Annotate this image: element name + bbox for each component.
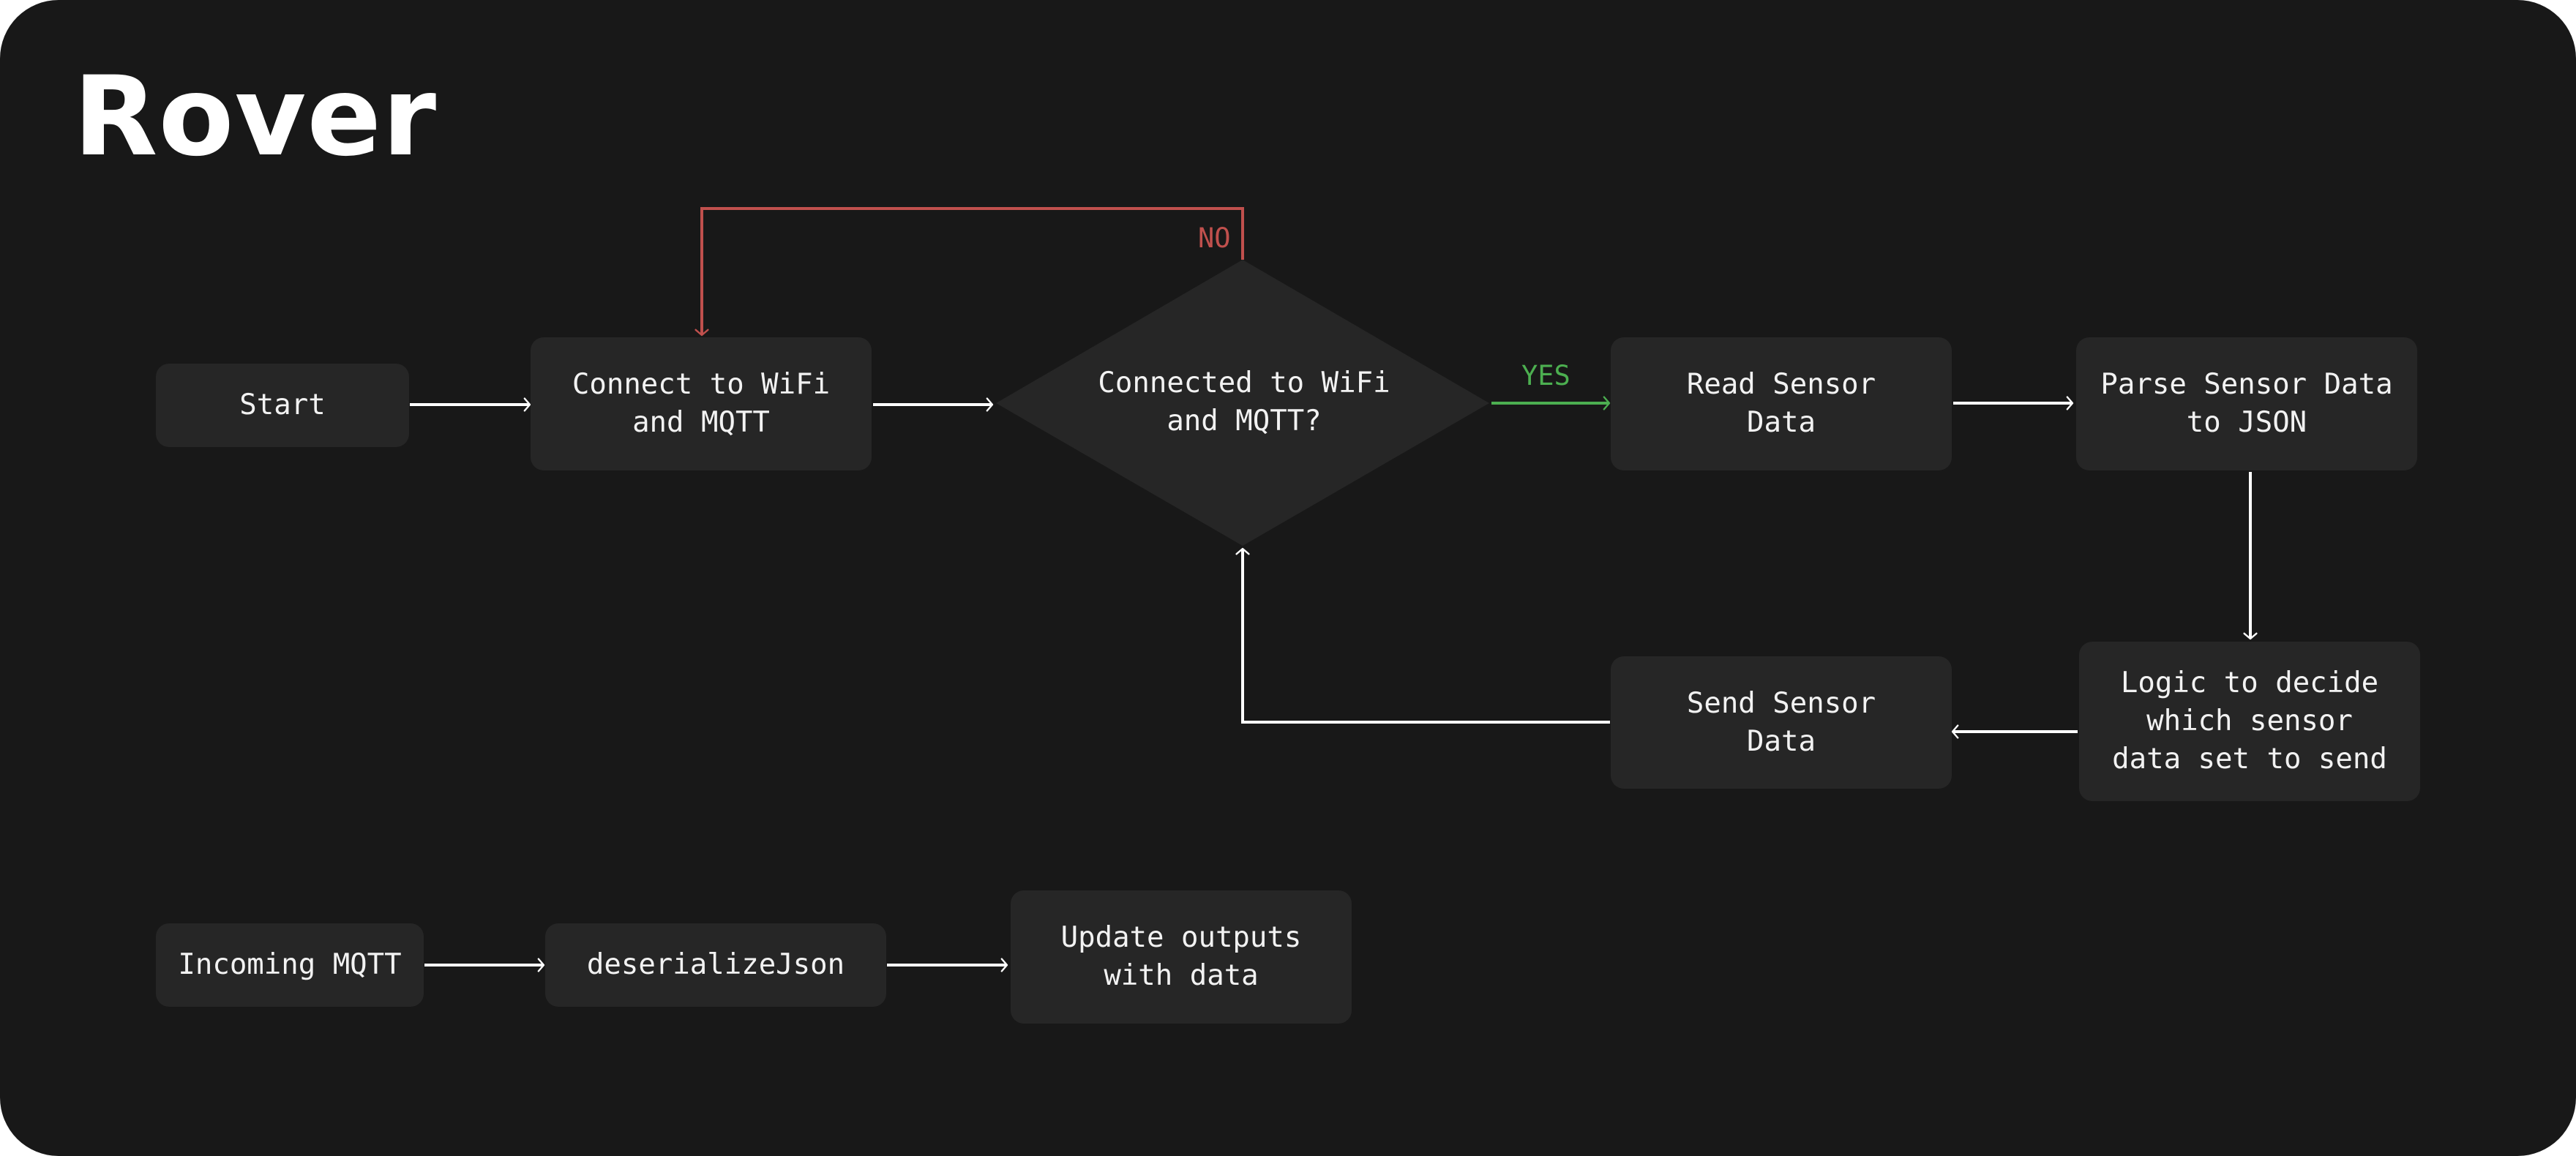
edge-label-yes: YES [1521, 360, 1570, 391]
node-send-sensor-data: Send Sensor Data [1611, 656, 1952, 789]
node-read-sensor-data: Read Sensor Data [1611, 337, 1952, 470]
node-logic-label: Logic to decide which sensor data set to… [2112, 667, 2387, 776]
diagram-title: Rover [73, 53, 438, 181]
node-update-label: Update outputs with data [1060, 921, 1302, 992]
node-send-label: Send Sensor Data [1686, 686, 1876, 758]
node-deserialize-label: deserializeJson [586, 948, 845, 981]
node-start-label: Start [239, 389, 326, 421]
decision-label: Connected to WiFi and MQTT? [1098, 367, 1390, 438]
node-update-outputs: Update outputs with data [1011, 890, 1352, 1024]
node-logic-decide: Logic to decide which sensor data set to… [2079, 642, 2420, 801]
node-deserialize-json: deserializeJson [545, 923, 886, 1007]
edge-decision-no-loop [694, 207, 1244, 337]
node-read-label: Read Sensor Data [1686, 368, 1876, 439]
edge-label-no: NO [1198, 222, 1231, 254]
node-parse-label: Parse Sensor Data to JSON [2100, 368, 2393, 439]
decision-diamond [996, 260, 1489, 546]
node-incoming-label: Incoming MQTT [178, 948, 402, 981]
node-connect-label: Connect to WiFi and MQTT [572, 368, 831, 439]
node-connect-wifi-mqtt: Connect to WiFi and MQTT [531, 337, 872, 470]
node-start: Start [156, 364, 409, 447]
node-incoming-mqtt: Incoming MQTT [156, 923, 424, 1007]
node-parse-sensor-data: Parse Sensor Data to JSON [2076, 337, 2417, 470]
edge-send-to-decision [1235, 547, 1610, 724]
